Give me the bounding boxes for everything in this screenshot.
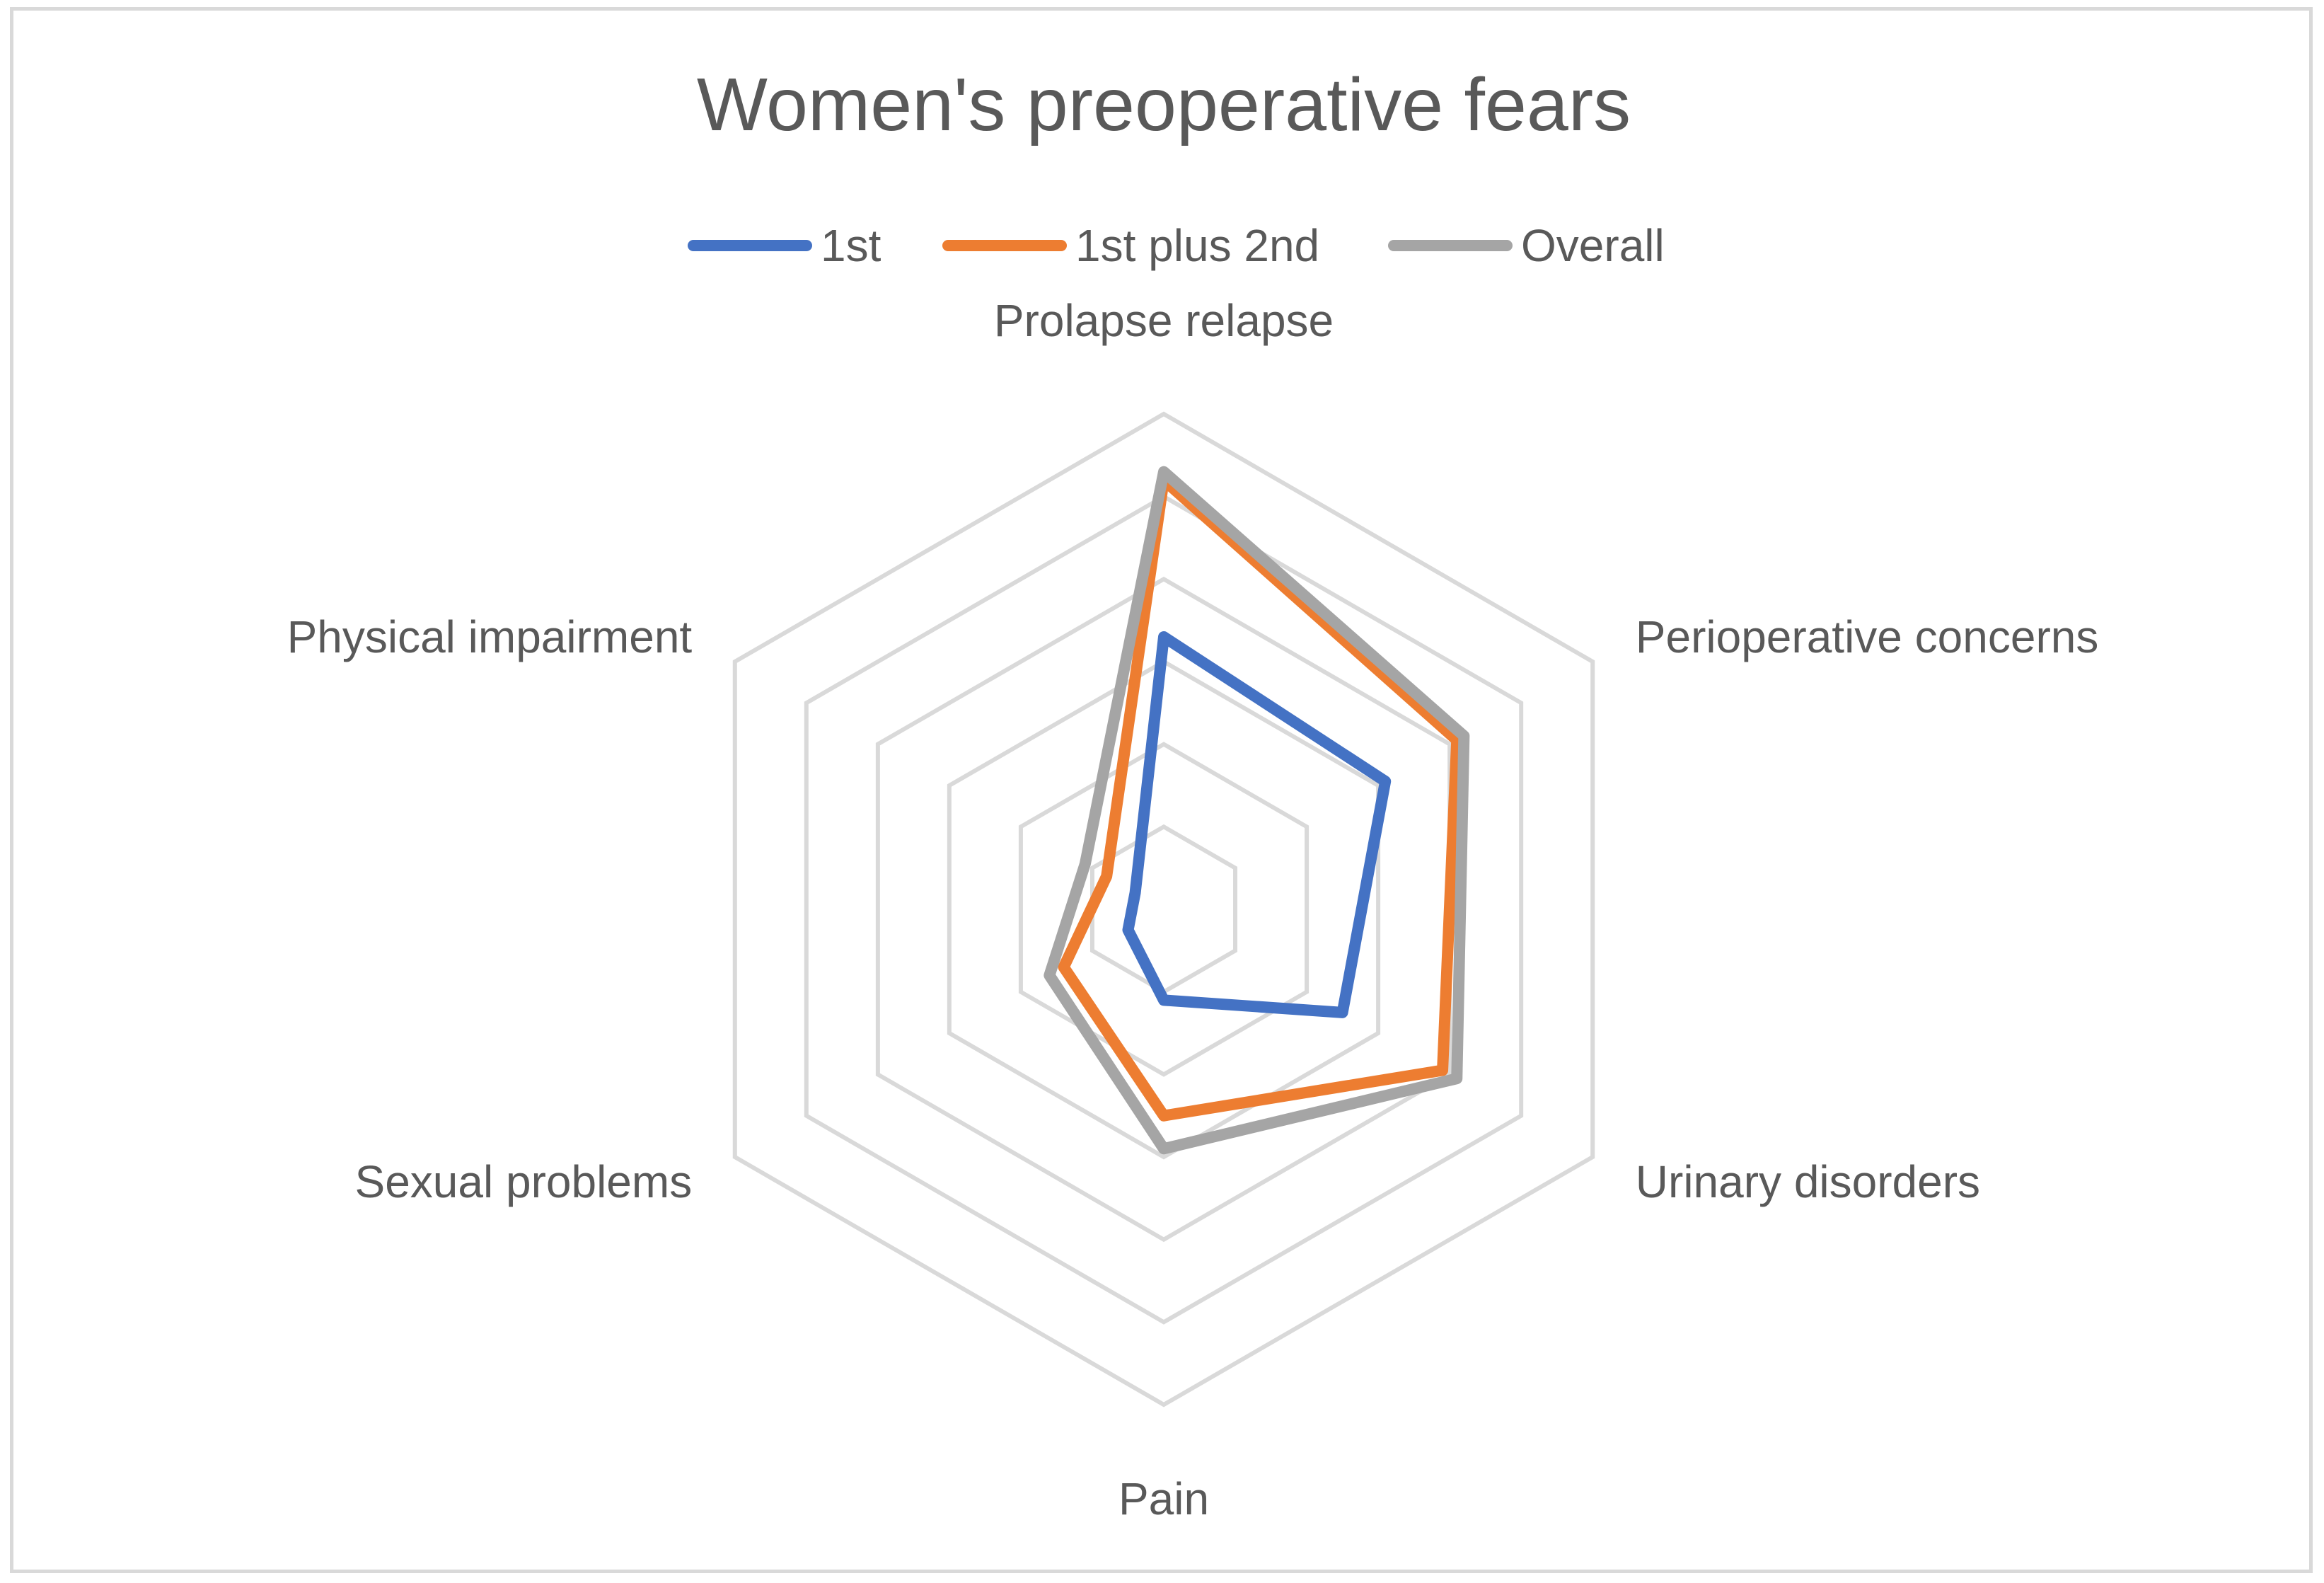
series-line-overall <box>1044 466 1470 1155</box>
chart-frame <box>10 7 2313 1573</box>
legend-label-1st: 1st <box>821 220 881 271</box>
series-line-1st <box>1122 631 1392 1018</box>
radar-grid <box>732 411 1595 1408</box>
legend: 1st 1st plus 2nd Overall <box>688 220 1665 271</box>
legend-label-1st-plus-2nd: 1st plus 2nd <box>1075 220 1319 271</box>
series-line-1st-plus-2nd <box>1058 474 1463 1122</box>
axis-label-urinary-disorders: Urinary disorders <box>1636 1156 1980 1207</box>
grid-ring-3 <box>947 659 1381 1160</box>
axis-label-physical-impairment: Physical impairment <box>287 611 693 662</box>
axis-label-sexual-problems: Sexual problems <box>355 1156 693 1207</box>
chart-title: Women's preoperative fears <box>697 63 1631 146</box>
axis-label-pain: Pain <box>1118 1473 1209 1524</box>
legend-label-overall: Overall <box>1521 220 1665 271</box>
series-layer <box>1044 466 1470 1155</box>
axis-label-prolapse-relapse: Prolapse relapse <box>994 295 1334 346</box>
grid-ring-6 <box>732 411 1595 1408</box>
grid-ring-5 <box>804 494 1524 1325</box>
grid-ring-2 <box>1018 742 1310 1077</box>
grid-ring-4 <box>875 576 1452 1243</box>
axis-label-perioperative-concerns: Perioperative concerns <box>1636 611 2099 662</box>
